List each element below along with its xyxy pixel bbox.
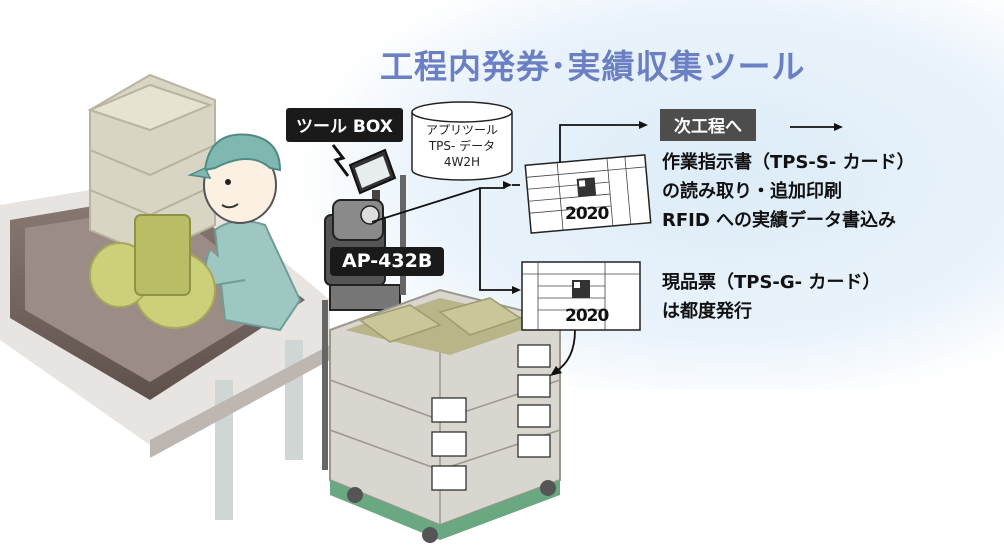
description-g-card: 現品票（TPS-G- カード） は都度発行 <box>662 268 880 326</box>
printer-model-label: AP-432B <box>330 247 445 276</box>
wireless-signal-icon <box>331 144 350 177</box>
tps-g-card <box>521 261 641 331</box>
workpiece <box>89 214 216 329</box>
description-g-line-1: 現品票（TPS-G- カード） <box>662 272 881 293</box>
description-g-line-2: は都度発行 <box>662 301 752 322</box>
description-s-card: 作業指示書（TPS-S- カード） の読み取り・追加印刷 RFID への実績デー… <box>662 148 915 235</box>
tps-s-card-year: 2020 <box>565 204 609 224</box>
tps-s-card <box>524 154 652 234</box>
flow-arrows <box>371 124 835 373</box>
tps-g-card-year: 2020 <box>565 306 609 326</box>
cart-with-bins <box>329 288 561 543</box>
database-line-3: 4W2H <box>443 155 481 169</box>
database-line-1: アプリツール <box>425 123 498 137</box>
description-s-line-2: の読み取り・追加印刷 <box>662 181 842 202</box>
tool-box-label: ツール BOX <box>286 108 403 142</box>
database-text: アプリツール TPS- データ 4W2H <box>412 122 512 170</box>
database-line-2: TPS- データ <box>428 139 496 153</box>
arrowheads <box>503 121 843 376</box>
worker <box>187 133 302 332</box>
description-s-line-1: 作業指示書（TPS-S- カード） <box>662 152 915 173</box>
next-process-label: 次工程へ <box>660 109 756 141</box>
page-title: 工程内発券･実績収集ツール <box>380 47 806 86</box>
database-cylinder <box>411 101 513 181</box>
description-s-line-3: RFID への実績データ書込み <box>662 210 897 231</box>
